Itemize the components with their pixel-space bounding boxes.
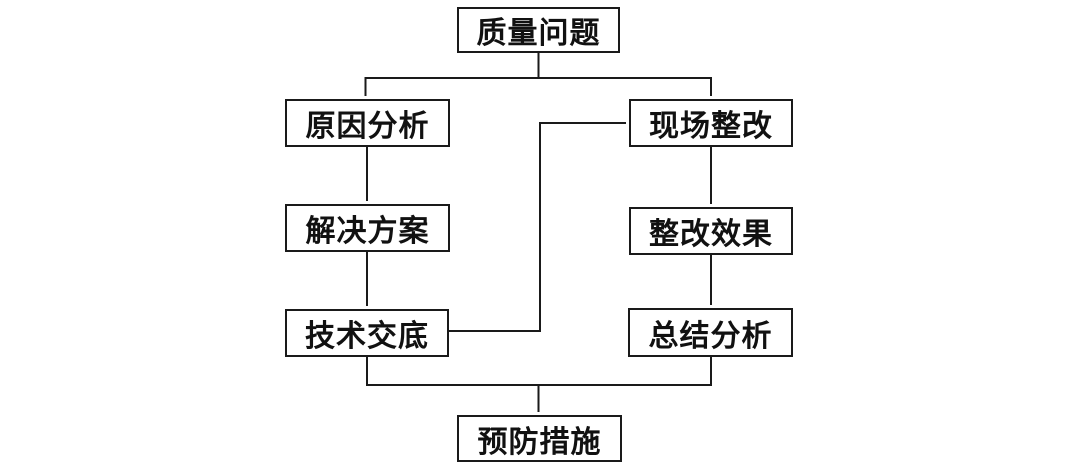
node-summary-analysis: 总结分析	[628, 308, 793, 357]
node-technical-disclosure: 技术交底	[285, 309, 449, 357]
node-onsite-rectification: 现场整改	[629, 99, 793, 147]
node-cause-analysis-label: 原因分析	[305, 110, 430, 143]
edge-quality-to-cause	[364, 53, 540, 96]
edge-disclosure-to-onsite	[449, 122, 626, 332]
node-rectification-effect: 整改效果	[629, 207, 793, 255]
node-technical-disclosure-label: 技术交底	[305, 320, 429, 353]
edge-quality-to-onsite	[538, 77, 712, 96]
node-cause-analysis: 原因分析	[285, 99, 450, 147]
node-preventive-measures-label: 预防措施	[477, 425, 602, 459]
node-onsite-rectification-label: 现场整改	[649, 110, 773, 143]
node-solution-plan: 解决方案	[285, 204, 450, 252]
node-summary-analysis-label: 总结分析	[648, 319, 773, 353]
edge-merge-rail	[366, 357, 712, 386]
node-solution-plan-label: 解决方案	[305, 215, 430, 248]
node-preventive-measures: 预防措施	[457, 415, 622, 462]
node-quality-problem-label: 质量问题	[476, 17, 601, 50]
node-rectification-effect-label: 整改效果	[649, 218, 773, 251]
node-quality-problem: 质量问题	[457, 7, 620, 53]
